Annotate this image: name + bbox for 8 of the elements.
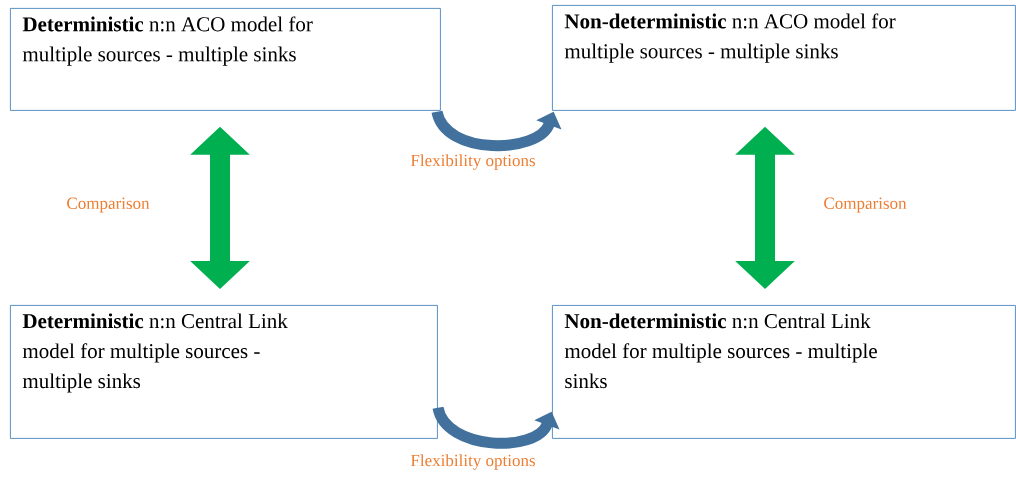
text-box: Non-deterministic n:n ACO model for multiple sources - multiple sinks <box>552 5 1016 111</box>
edge-label: Comparison <box>67 197 150 213</box>
text-box: Deterministic n:n Central Link model for multiple sources - multiple sinks <box>10 305 438 439</box>
text-box: Deterministic n:n ACO model for multiple sources - multiple sinks <box>10 8 441 111</box>
text-box: Non-deterministic n:n Central Link model for multiple sources - multiple sinks <box>552 305 1016 439</box>
edge-label: Comparison <box>824 197 907 213</box>
edge-label: Flexibility options <box>410 154 535 170</box>
edge-label: Flexibility options <box>410 454 535 470</box>
